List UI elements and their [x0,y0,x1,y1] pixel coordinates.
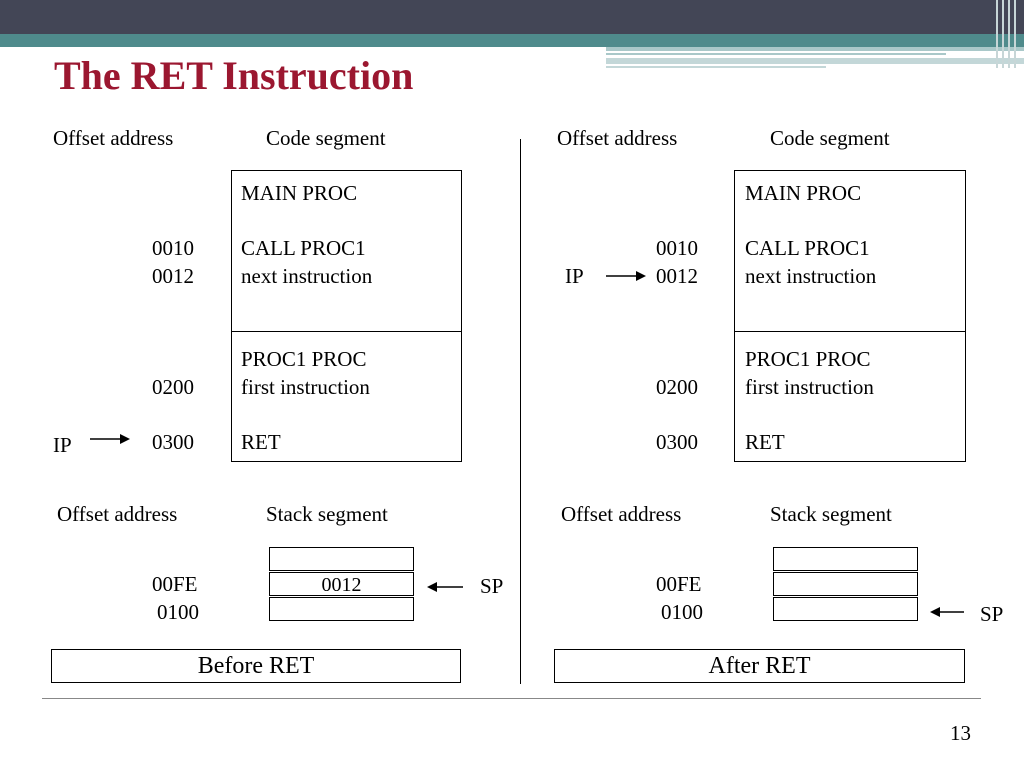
offset-0012: 0012 [152,264,194,288]
code-first-instruction: first instruction [241,375,370,399]
after-ret-caption: After RET [554,649,965,683]
header-dark-bar [0,0,1024,34]
header-accent-band [606,53,946,55]
panel-divider [520,139,521,684]
ip-arrow-icon [606,271,646,281]
header-accent-band [606,58,1024,64]
code-proc1-proc: PROC1 PROC [241,347,367,371]
code-next-instruction: next instruction [745,264,877,288]
page-title: The RET Instruction [54,53,414,98]
code-first-instruction: first instruction [745,375,874,399]
ip-arrow-icon [90,434,130,444]
code-next-instruction: next instruction [241,264,373,288]
stack-offset-00fe: 00FE [656,572,702,596]
code-ret: RET [745,430,785,454]
before-ret-caption: Before RET [51,649,461,683]
header-stripe [1002,0,1004,68]
offset-0300: 0300 [152,430,194,454]
stack-offset-address-header: Offset address [561,502,682,526]
stack-cell [773,547,918,571]
sp-label: SP [980,602,1004,626]
stack-segment-header: Stack segment [770,502,892,526]
stack-offset-address-header: Offset address [57,502,178,526]
stack-offset-0100: 0100 [157,600,199,624]
footer-divider [42,698,981,699]
code-segment-divider [734,331,965,332]
offset-address-header: Offset address [557,126,678,150]
ip-label: IP [53,433,72,457]
code-segment-box [734,170,966,462]
offset-0010: 0010 [656,236,698,260]
ip-label: IP [565,264,584,288]
offset-0300: 0300 [656,430,698,454]
header-stripe [1014,0,1016,68]
code-segment-header: Code segment [266,126,386,150]
code-proc1-proc: PROC1 PROC [745,347,871,371]
sp-label: SP [480,574,504,598]
stack-offset-0100: 0100 [661,600,703,624]
code-segment-box [231,170,462,462]
header-stripe [996,0,998,68]
stack-segment-header: Stack segment [266,502,388,526]
offset-address-header: Offset address [53,126,174,150]
sp-arrow-icon [930,607,964,617]
stack-cell [773,597,918,621]
offset-0200: 0200 [656,375,698,399]
code-main-proc: MAIN PROC [745,181,862,205]
code-ret: RET [241,430,281,454]
code-call-proc1: CALL PROC1 [241,236,366,260]
stack-cell [269,547,414,571]
stack-cell [269,597,414,621]
code-main-proc: MAIN PROC [241,181,358,205]
header-accent-band [606,66,826,68]
offset-0200: 0200 [152,375,194,399]
stack-cell: 0012 [269,572,414,596]
header-teal-bar [0,34,1024,47]
offset-0010: 0010 [152,236,194,260]
code-call-proc1: CALL PROC1 [745,236,870,260]
code-segment-divider [231,331,461,332]
stack-cell [773,572,918,596]
header-stripe [1008,0,1010,68]
header-accent-band [606,47,1024,51]
stack-offset-00fe: 00FE [152,572,198,596]
sp-arrow-icon [427,582,463,592]
offset-0012: 0012 [656,264,698,288]
code-segment-header: Code segment [770,126,890,150]
page-number: 13 [950,721,971,745]
